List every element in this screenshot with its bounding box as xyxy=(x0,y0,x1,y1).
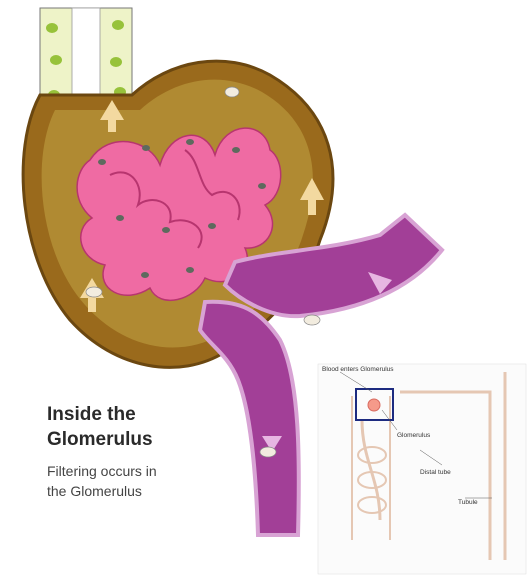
caption: Inside the Glomerulus Filtering occurs i… xyxy=(47,402,247,500)
caption-subtitle-line1: Filtering occurs in xyxy=(47,462,247,480)
label-tubule: Tubule xyxy=(458,499,478,506)
caption-title-line2: Glomerulus xyxy=(47,427,247,452)
nephron-inset: Blood enters Glomerulus Glomerulus Dista… xyxy=(318,364,526,574)
label-glomerulus: Glomerulus xyxy=(397,432,431,439)
label-distal-tube: Distal tube xyxy=(420,469,451,476)
caption-subtitle-line2: the Glomerulus xyxy=(47,482,247,500)
caption-title-line1: Inside the xyxy=(47,402,247,427)
label-blood-enters: Blood enters Glomerulus xyxy=(322,366,394,373)
